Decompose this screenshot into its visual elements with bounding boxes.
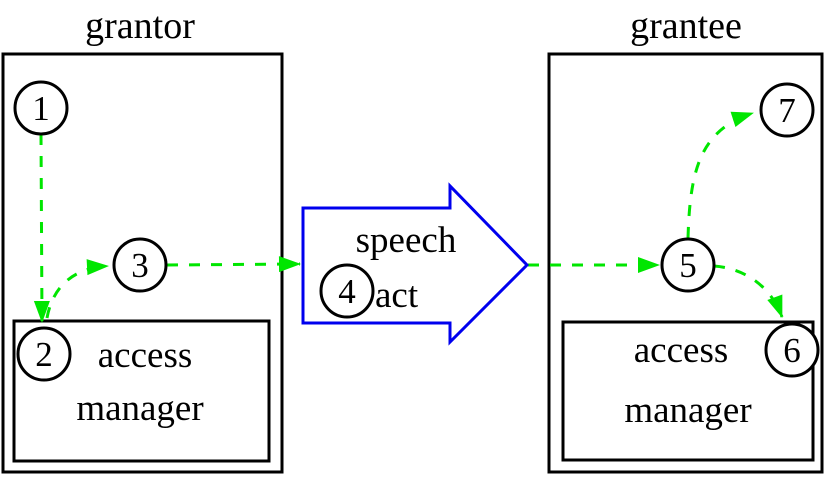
- grantee-box: [547, 52, 824, 474]
- edge-node3-to-speech-act: [166, 256, 301, 273]
- edge-node5-to-node7: [686, 111, 754, 239]
- node-6-number: 6: [783, 331, 801, 370]
- grantor-access-label: access: [98, 335, 193, 376]
- grantor-access-manager-box: [12, 319, 271, 463]
- node-1: 1: [13, 80, 69, 136]
- node-4: 4: [319, 263, 375, 319]
- node-5: 5: [660, 237, 716, 293]
- edge-node5-to-node6: [713, 264, 784, 318]
- grantee-manager-label: manager: [624, 390, 751, 431]
- node-5-number: 5: [679, 246, 697, 285]
- edge-node2-to-node3: [45, 259, 109, 319]
- node-1-circle: [13, 80, 69, 136]
- node-3-number: 3: [131, 246, 149, 285]
- grantee-access-label: access: [634, 330, 729, 371]
- act-label: act: [375, 275, 419, 316]
- grantee-access-manager-box: [561, 320, 815, 462]
- node-1-number: 1: [32, 89, 50, 128]
- grantee-title: grantee: [630, 5, 742, 47]
- speech-act-arrow: [301, 182, 530, 346]
- node-2: 2: [16, 326, 72, 382]
- node-2-number: 2: [35, 335, 53, 374]
- node-4-circle: [319, 263, 375, 319]
- node-6-circle: [764, 322, 820, 378]
- node-5-circle: [660, 237, 716, 293]
- node-7-number: 7: [778, 91, 796, 130]
- node-7-circle: [759, 82, 815, 138]
- node-4-number: 4: [338, 272, 356, 311]
- grantor-manager-label: manager: [76, 388, 203, 429]
- node-3-circle: [112, 237, 168, 293]
- edge-node1-to-node2: [33, 133, 50, 323]
- node-7: 7: [759, 82, 815, 138]
- speech-label: speech: [356, 220, 457, 261]
- node-3: 3: [112, 237, 168, 293]
- node-6: 6: [764, 322, 820, 378]
- grantor-title: grantor: [85, 5, 195, 47]
- node-2-circle: [16, 326, 72, 382]
